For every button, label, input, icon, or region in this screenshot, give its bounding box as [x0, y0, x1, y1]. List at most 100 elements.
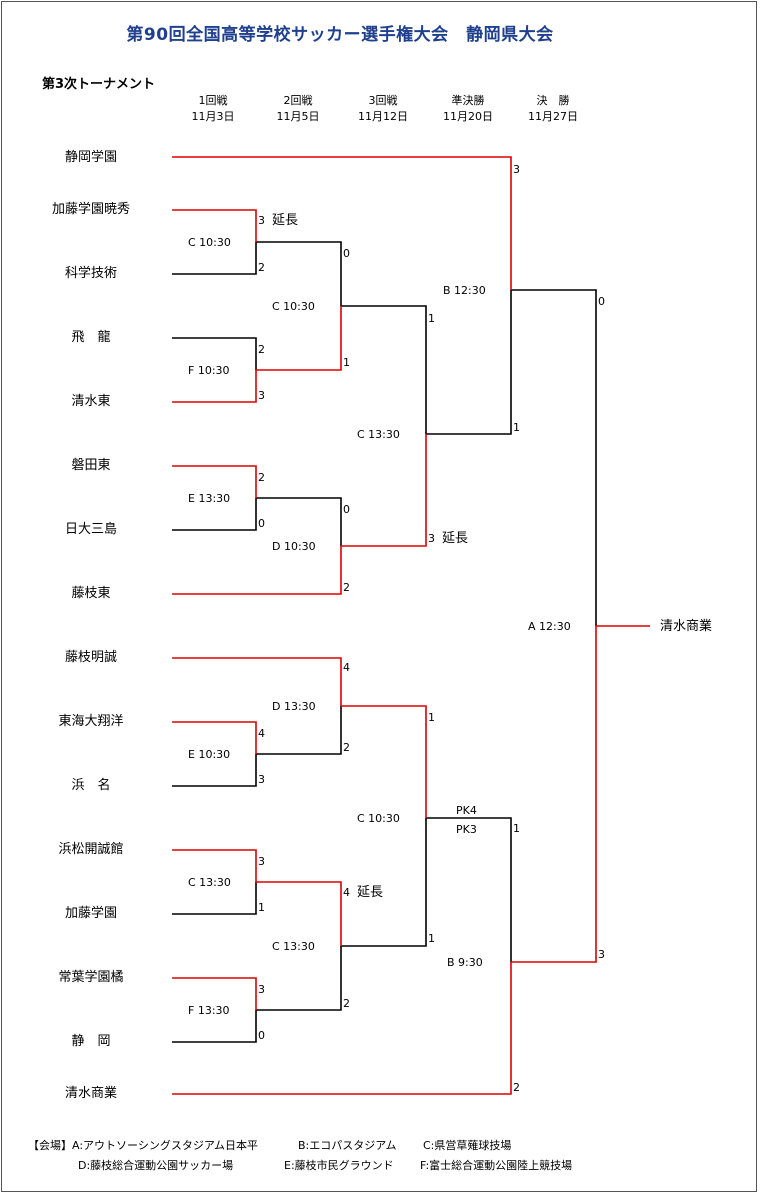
- match-score: 3: [513, 163, 520, 176]
- match-score: 3: [258, 389, 265, 402]
- bracket-line: [172, 337, 257, 370]
- bracket-line: [172, 882, 257, 915]
- venue-legend-a: 【会場】A:アウトソーシングスタジアム日本平: [28, 1139, 259, 1152]
- match-score: 4: [343, 886, 350, 899]
- venue-legend-b: B:エコパスタジアム: [298, 1139, 397, 1152]
- match-venue: E 10:30: [188, 748, 230, 761]
- match-score: 3: [258, 214, 265, 227]
- bracket-subtitle: 第3次トーナメント: [42, 77, 156, 92]
- venue-legend-d: D:藤枝総合運動公園サッカー場: [78, 1159, 234, 1172]
- bracket-line: [426, 290, 512, 435]
- team-name: 清水商業: [64, 1086, 117, 1101]
- bracket-line: [172, 546, 342, 595]
- bracket-line: [172, 498, 257, 531]
- bracket-line: [256, 881, 342, 946]
- round-date: 11月5日: [276, 110, 320, 123]
- bracket-line: [256, 946, 342, 1011]
- match-score: 0: [258, 517, 265, 530]
- round-name: 1回戦: [198, 94, 228, 107]
- page-title: 第90回全国高等学校サッカー選手権大会 静岡県大会: [126, 25, 554, 45]
- match-venue: A 12:30: [528, 620, 571, 633]
- match-score: 1: [513, 421, 520, 434]
- venue-legend-e: E:藤枝市民グラウンド: [284, 1159, 394, 1172]
- match-score: 3: [598, 948, 605, 961]
- round-date: 11月12日: [358, 110, 408, 123]
- team-name: 常葉学園橘: [58, 970, 124, 985]
- match-score: 4: [258, 727, 265, 740]
- team-name: 浜松開誠館: [58, 842, 124, 857]
- match-venue: F 10:30: [188, 364, 230, 377]
- match-venue: E 13:30: [188, 492, 230, 505]
- match-venue: C 13:30: [357, 428, 400, 441]
- round-name: 2回戦: [283, 94, 313, 107]
- match-score: 2: [513, 1081, 520, 1094]
- match-venue: B 12:30: [443, 284, 486, 297]
- match-score: 2: [343, 741, 350, 754]
- match-score: 0: [343, 247, 350, 260]
- team-name: 静岡学園: [64, 150, 117, 165]
- match-score: 0: [258, 1029, 265, 1042]
- bracket-line: [172, 370, 257, 403]
- match-pk: PK3: [456, 823, 477, 836]
- team-name: 静 岡: [71, 1034, 111, 1049]
- champion-name: 清水商業: [660, 619, 713, 634]
- team-name: 清水東: [71, 394, 111, 409]
- bracket-line: [341, 305, 427, 434]
- match-pk: PK4: [456, 804, 477, 817]
- match-venue: C 13:30: [272, 940, 315, 953]
- team-name: 磐田東: [71, 458, 111, 473]
- bracket-line: [256, 497, 342, 546]
- bracket-line: [256, 306, 342, 371]
- match-score: 3: [428, 532, 435, 545]
- round-name: 決 勝: [536, 94, 570, 107]
- team-name: 日大三島: [64, 522, 117, 537]
- match-score: 1: [258, 901, 265, 914]
- match-note: 延長: [272, 213, 298, 228]
- round-date: 11月3日: [191, 110, 235, 123]
- bracket-line: [172, 156, 512, 290]
- match-score: 3: [258, 983, 265, 996]
- match-score: 1: [513, 822, 520, 835]
- team-name: 藤枝明誠: [64, 650, 117, 665]
- round-header-3: 3回戦 11月12日: [338, 93, 428, 125]
- bracket-line: [172, 962, 512, 1095]
- winner-lines: [172, 156, 650, 1095]
- match-venue: C 10:30: [188, 236, 231, 249]
- match-note: 延長: [442, 531, 468, 546]
- match-score: 1: [428, 312, 435, 325]
- bracket-line: [256, 706, 342, 755]
- round-header-1: 1回戦 11月3日: [168, 93, 258, 125]
- match-score: 0: [343, 503, 350, 516]
- bracket-line: [172, 977, 257, 1010]
- match-score: 1: [428, 711, 435, 724]
- match-venue: C 13:30: [188, 876, 231, 889]
- round-name: 3回戦: [368, 94, 398, 107]
- match-score: 1: [343, 356, 350, 369]
- match-score: 0: [598, 295, 605, 308]
- match-note: 延長: [357, 885, 383, 900]
- bracket-line: [172, 465, 257, 498]
- match-score: 3: [258, 773, 265, 786]
- bracket-line: [256, 241, 342, 306]
- match-score: 1: [428, 932, 435, 945]
- team-name: 飛 龍: [71, 330, 111, 345]
- match-score: 2: [343, 997, 350, 1010]
- round-date: 11月27日: [528, 110, 578, 123]
- match-score: 2: [258, 261, 265, 274]
- bracket-line: [511, 626, 597, 963]
- bracket-line: [172, 754, 257, 787]
- venue-legend-f: F:富士総合運動公園陸上競技場: [420, 1159, 573, 1172]
- bracket-line: [172, 657, 342, 706]
- match-score: 2: [343, 581, 350, 594]
- bracket-line: [172, 209, 257, 242]
- venue-legend-c: C:県営草薙球技場: [423, 1139, 512, 1152]
- loser-lines: [172, 241, 597, 1043]
- match-venue: D 10:30: [272, 540, 316, 553]
- match-venue: F 13:30: [188, 1004, 230, 1017]
- match-score: 3: [258, 855, 265, 868]
- match-venue: C 10:30: [357, 812, 400, 825]
- bracket-line: [172, 1010, 257, 1043]
